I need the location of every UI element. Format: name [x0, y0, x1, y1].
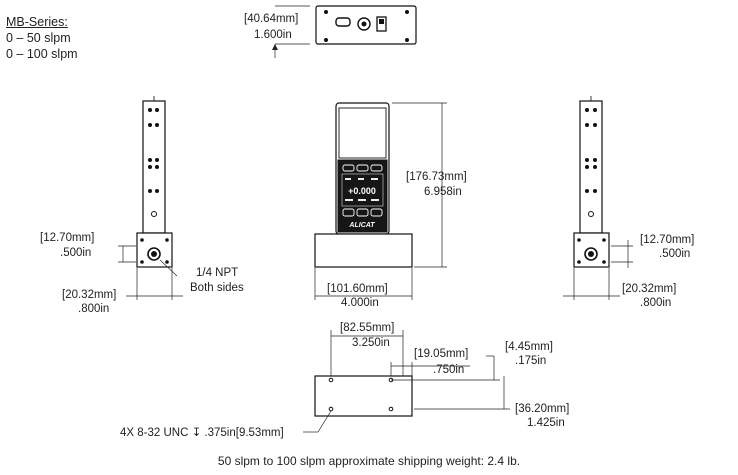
bottom-depth-mm: [36.20mm]: [515, 403, 569, 415]
top-button-2[interactable]: [356, 164, 369, 172]
left-hole-9: [148, 189, 152, 193]
bottom-button-3[interactable]: [370, 208, 383, 217]
bottom-button-1[interactable]: [342, 208, 355, 217]
top-round-connector-pin: [361, 21, 367, 27]
right-hole-4: [593, 123, 597, 127]
right-npt-port-center: [588, 251, 594, 257]
right-hole-5: [585, 158, 589, 162]
right-side-view: [12.70mm] .500in [20.32mm] .800in: [563, 96, 694, 309]
right-width-mm: [20.32mm]: [622, 283, 676, 295]
right-port-in: .500in: [659, 248, 690, 260]
front-upper-panel: [338, 107, 387, 159]
lcd-tick-1: [345, 178, 351, 180]
bottom-depth-in: 1.425in: [527, 417, 565, 429]
top-switch-toggle: [379, 19, 384, 24]
top-connector-icon: [335, 17, 351, 27]
top-height-in: 1.600in: [254, 29, 292, 41]
left-side-view: [12.70mm] .500in [20.32mm] .800in 1/4 NP…: [40, 96, 244, 315]
left-base-screw-1: [140, 238, 144, 242]
shipping-weight-note: 50 slpm to 100 slpm approximate shipping…: [217, 454, 521, 468]
left-base-screw-4: [165, 260, 169, 264]
series-title: MB-Series:: [6, 15, 68, 29]
right-hole-8: [593, 165, 597, 169]
left-base-screw-2: [165, 238, 169, 242]
right-base-screw-1: [577, 238, 581, 242]
right-hole-6: [593, 158, 597, 162]
right-hole-9: [585, 189, 589, 193]
front-view: +0.000 ALICAT [176.73mm] 6.958in [101.60…: [314, 102, 467, 309]
left-width-mm: [20.32mm]: [62, 289, 116, 301]
npt-leader: [159, 259, 178, 277]
right-hole-3: [585, 123, 589, 127]
bottom-view: [82.55mm] 3.250in [19.05mm] .750in [4.45…: [120, 322, 569, 439]
bottom-span-in: 3.250in: [352, 337, 390, 349]
thread-leader: [317, 410, 332, 433]
left-port-in: .500in: [60, 247, 91, 259]
lcd-tick-5: [358, 199, 366, 201]
right-small-hole: [588, 211, 594, 217]
front-height-mm: [176.73mm]: [406, 171, 467, 183]
bottom-hole-2: [328, 406, 334, 412]
left-hole-6: [155, 158, 159, 162]
left-hole-8: [155, 165, 159, 169]
npt-label-1: 1/4 NPT: [196, 267, 238, 279]
front-width-mm: [101.60mm]: [327, 283, 388, 295]
npt-label-2: Both sides: [190, 282, 244, 294]
brand-logo: ALICAT: [348, 222, 375, 229]
top-button-3[interactable]: [370, 164, 383, 172]
top-screw-4: [405, 38, 409, 42]
left-hole-1: [148, 108, 152, 112]
left-hole-7: [148, 165, 152, 169]
front-base-block: [314, 233, 413, 268]
series-block: MB-Series: 0 – 50 slpm 0 – 100 slpm: [6, 14, 78, 62]
left-base-screw-3: [140, 260, 144, 264]
bottom-edge-in: .175in: [515, 355, 546, 367]
right-base-screw-4: [602, 260, 606, 264]
right-hole-10: [593, 189, 597, 193]
bottom-edge-mm: [4.45mm]: [505, 341, 553, 353]
left-port-mm: [12.70mm]: [40, 232, 94, 244]
series-range-2: 0 – 100 slpm: [6, 47, 78, 61]
left-width-in: .800in: [78, 303, 109, 315]
right-base-screw-2: [602, 238, 606, 242]
front-height-in: 6.958in: [424, 186, 462, 198]
right-hole-2: [593, 108, 597, 112]
lcd-reading: +0.000: [348, 186, 376, 196]
top-button-1[interactable]: [342, 164, 355, 172]
bottom-offset-in: .750in: [433, 364, 464, 376]
left-hole-10: [155, 189, 159, 193]
top-screw-2: [405, 10, 409, 14]
top-screw-1: [324, 10, 328, 14]
bottom-offset-mm: [19.05mm]: [414, 348, 468, 360]
left-hole-4: [155, 123, 159, 127]
bottom-span-mm: [82.55mm]: [340, 322, 394, 334]
bottom-hole-1: [328, 377, 334, 383]
right-hole-7: [585, 165, 589, 169]
lcd-tick-6: [371, 199, 379, 201]
series-range-1: 0 – 50 slpm: [6, 31, 71, 45]
top-height-mm: [40.64mm]: [244, 13, 298, 25]
thread-callout: 4X 8-32 UNC ↧ .375in[9.53mm]: [120, 427, 284, 439]
lcd-tick-2: [358, 178, 364, 180]
left-npt-port-center: [151, 251, 157, 257]
left-hole-2: [155, 108, 159, 112]
right-base-screw-3: [577, 260, 581, 264]
bottom-button-2[interactable]: [356, 208, 369, 217]
right-port-mm: [12.70mm]: [640, 234, 694, 246]
top-view: [40.64mm] 1.600in: [244, 5, 417, 58]
bottom-hole-4: [388, 406, 394, 412]
lcd-tick-4: [345, 199, 353, 201]
left-small-hole: [151, 211, 157, 217]
right-hole-1: [585, 108, 589, 112]
left-hole-5: [148, 158, 152, 162]
right-width-in: .800in: [640, 297, 671, 309]
top-screw-3: [324, 38, 328, 42]
left-hole-3: [148, 123, 152, 127]
lcd-tick-3: [371, 178, 378, 180]
top-dim-arrow: [272, 44, 278, 50]
front-width-in: 4.000in: [341, 297, 379, 309]
